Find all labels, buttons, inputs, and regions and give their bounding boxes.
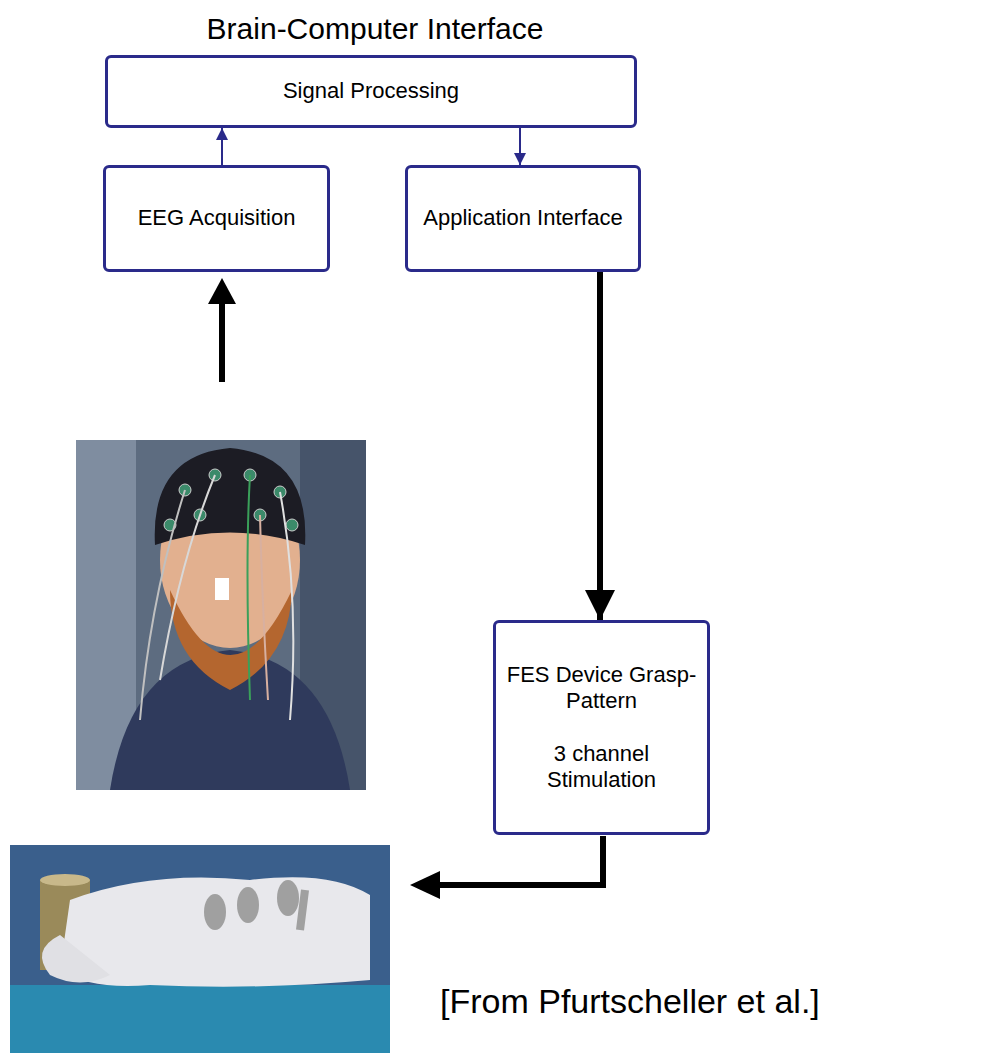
box-text: EEG Acquisition bbox=[138, 205, 296, 231]
stimulation-arrow bbox=[440, 836, 603, 885]
process-box: FES Device Grasp-Pattern 3 channel Stimul… bbox=[493, 620, 710, 835]
fes-hand-photo bbox=[10, 845, 390, 1053]
process-box: EEG Acquisition bbox=[103, 165, 330, 272]
process-box: Signal Processing bbox=[105, 55, 637, 128]
box-text: Signal Processing bbox=[283, 78, 459, 104]
eeg-subject-photo bbox=[76, 440, 366, 790]
diagram-title: Brain-Computer Interface bbox=[207, 12, 544, 46]
source-note: [From Pfurtscheller et al.] bbox=[440, 982, 820, 1021]
box-text: Application Interface bbox=[423, 205, 622, 231]
flow-arrow bbox=[519, 128, 521, 165]
box-text: 3 channel Stimulation bbox=[506, 741, 697, 794]
arrow-head bbox=[208, 278, 236, 304]
flow-arrow bbox=[597, 272, 603, 620]
box-text: FES Device Grasp-Pattern bbox=[506, 662, 697, 715]
process-box: Application Interface bbox=[405, 165, 641, 272]
signal-arrow bbox=[219, 300, 225, 382]
flow-arrow bbox=[221, 128, 223, 165]
arrow-head bbox=[410, 871, 440, 899]
